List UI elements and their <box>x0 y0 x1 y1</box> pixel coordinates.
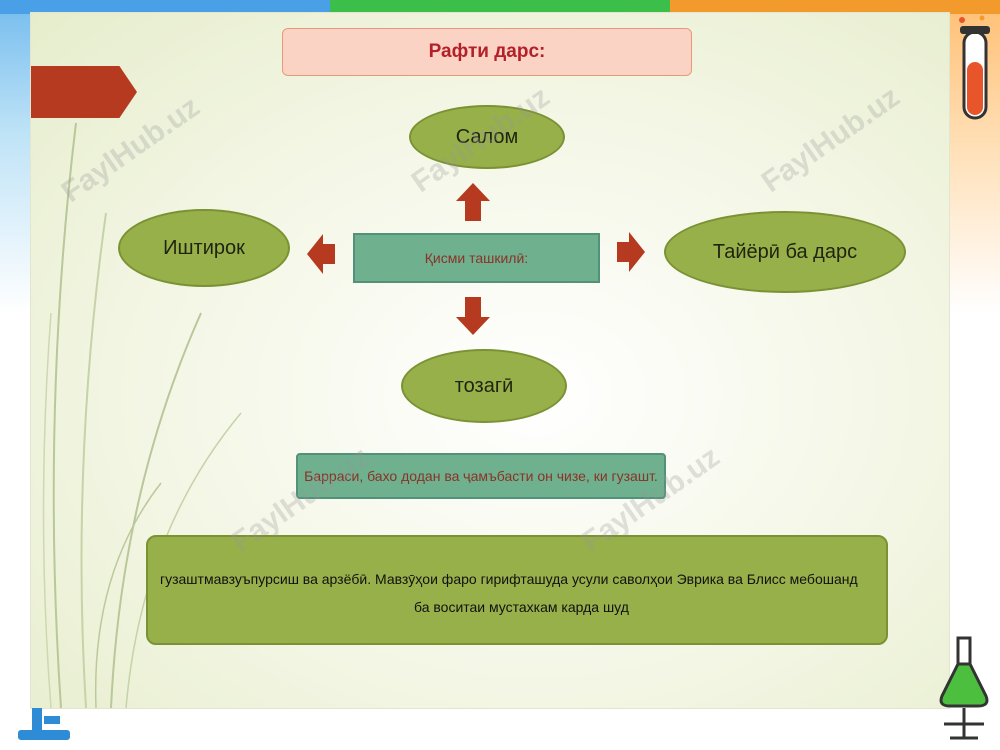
test-tube-icon <box>959 15 990 120</box>
node-right: Тайёрӣ ба дарс <box>664 211 906 293</box>
summary-box: гузаштмавзуъпурсиш ва арзёбӣ. Мавзӯҳои ф… <box>146 535 888 645</box>
summary-line-1: гузаштмавзуъпурсиш ва арзёбӣ. Мавзӯҳои ф… <box>160 571 858 587</box>
frame-strip-orange <box>670 0 1000 14</box>
slide-canvas: Рафти дарс: Салом Иштирок Тайёрӣ ба дарс… <box>30 12 950 709</box>
review-box: Барраси, бахо додан ва ҷамъбасти он чизе… <box>296 453 666 499</box>
arrow-down-icon <box>456 297 490 335</box>
arrow-up-icon <box>456 183 490 221</box>
flask-icon <box>939 636 989 740</box>
node-bottom: тозагӣ <box>401 349 567 423</box>
frame-strip-blue <box>0 0 330 14</box>
left-glow <box>0 14 30 314</box>
slide-title: Рафти дарс: <box>282 28 692 76</box>
frame-strip-green <box>330 0 670 14</box>
grass-decoration <box>42 122 242 708</box>
red-tab-marker <box>31 66 137 118</box>
microscope-icon <box>18 708 70 740</box>
center-label: Қисми ташкилӣ: <box>353 233 600 283</box>
arrow-right-icon <box>617 232 645 272</box>
node-top: Салом <box>409 105 565 169</box>
arrow-left-icon <box>307 234 335 274</box>
node-left: Иштирок <box>118 209 290 287</box>
summary-line-2: ба воситаи мустахкам карда шуд <box>414 599 629 615</box>
